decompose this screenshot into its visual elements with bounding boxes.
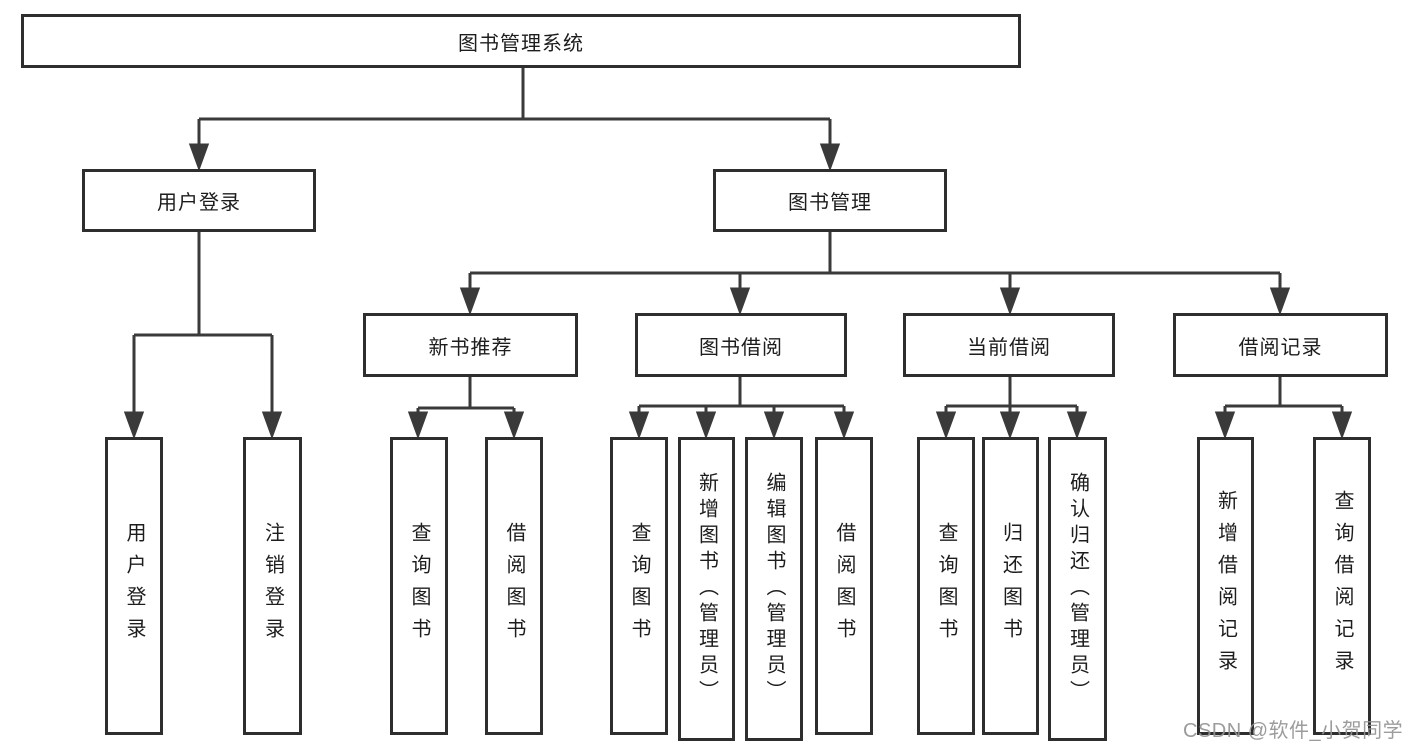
leaf-user-login: 用户登录 <box>105 437 163 735</box>
arrowhead <box>261 411 283 440</box>
leaf-edit-book-admin: 编辑图书（管理员） <box>745 437 803 741</box>
arrowhead <box>999 287 1021 316</box>
node-book-borrowing: 图书借阅 <box>635 313 847 377</box>
leaf-add-book-admin: 新增图书（管理员） <box>678 437 735 741</box>
arrowhead <box>833 411 855 440</box>
arrowhead <box>459 287 481 316</box>
csdn-watermark: CSDN @软件_小贺同学 <box>1183 720 1404 742</box>
leaf-borrow-books: 借阅图书 <box>815 437 873 735</box>
arrowhead <box>999 411 1021 440</box>
leaf-confirm-return-admin: 确认归还（管理员） <box>1048 437 1107 741</box>
arrowhead <box>1214 411 1236 440</box>
leaf-query-books-recommend: 查询图书 <box>390 437 448 735</box>
arrowhead <box>729 287 751 316</box>
leaf-query-books-current: 查询图书 <box>917 437 975 735</box>
leaf-borrow-books-recommend: 借阅图书 <box>485 437 543 735</box>
arrowhead <box>935 411 957 440</box>
arrowhead <box>188 143 210 172</box>
leaf-query-books-borrow: 查询图书 <box>610 437 668 735</box>
arrowhead <box>407 411 429 440</box>
leaf-logout: 注销登录 <box>243 437 302 735</box>
leaf-return-book: 归还图书 <box>982 437 1039 735</box>
arrowhead <box>763 411 785 440</box>
leaf-add-borrowing-record: 新增借阅记录 <box>1197 437 1254 735</box>
node-new-book-recommendation: 新书推荐 <box>363 313 578 377</box>
node-book-management: 图书管理 <box>713 169 947 232</box>
arrowhead <box>1331 411 1353 440</box>
node-current-borrowing: 当前借阅 <box>903 313 1115 377</box>
leaf-query-borrowing-record: 查询借阅记录 <box>1313 437 1371 735</box>
node-user-login: 用户登录 <box>82 169 316 232</box>
arrowhead <box>1066 411 1088 440</box>
arrowhead <box>695 411 717 440</box>
arrowhead <box>819 143 841 172</box>
arrowhead <box>1269 287 1291 316</box>
arrowhead <box>628 411 650 440</box>
arrowhead <box>123 411 145 440</box>
node-borrowing-records: 借阅记录 <box>1173 313 1388 377</box>
node-library-management-system: 图书管理系统 <box>21 14 1021 68</box>
arrowhead <box>503 411 525 440</box>
